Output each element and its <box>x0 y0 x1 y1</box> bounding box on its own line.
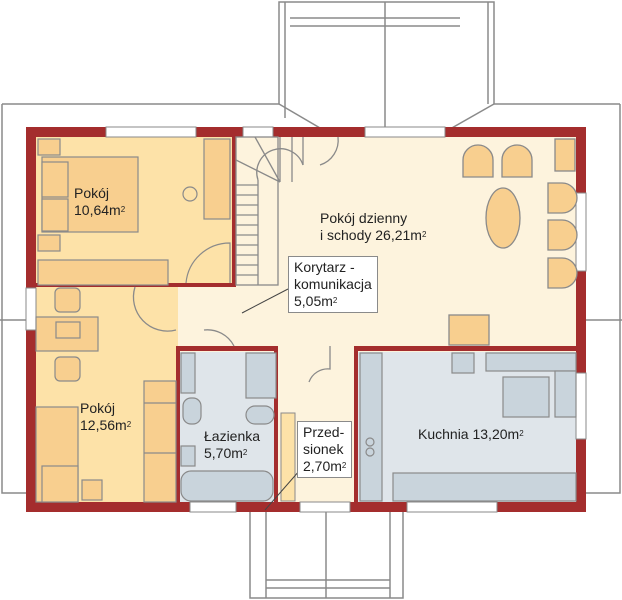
room-name-line2: sionek <box>303 441 344 457</box>
area-unit-superscript: 2 <box>421 230 427 239</box>
area-unit-superscript: 2 <box>120 205 126 214</box>
room-name: Pokój <box>74 185 110 201</box>
bedroom-1-furniture <box>37 138 231 286</box>
bedroom-2-furniture <box>35 287 177 503</box>
room-label-pokoj-dzienny: Pokój dzienny i schody 26,21m2 <box>320 210 426 244</box>
room-name: Kuchnia 13,20m <box>418 426 520 442</box>
staircase <box>235 136 304 286</box>
room-label-przedsionek: Przed- sionek 2,70m2 <box>297 421 353 478</box>
room-area: 5,70m <box>204 445 243 461</box>
room-area: 5,05m <box>294 293 333 309</box>
room-name-line1: Korytarz - <box>294 259 355 275</box>
area-unit-superscript: 2 <box>341 461 347 470</box>
room-name-line2: i schody 26,21m <box>320 227 422 243</box>
area-unit-superscript: 2 <box>242 448 248 457</box>
area-unit-superscript: 2 <box>519 429 524 438</box>
room-area: 2,70m <box>303 458 342 474</box>
room-name-line1: Przed- <box>303 424 345 440</box>
area-unit-superscript: 2 <box>126 420 132 429</box>
doors <box>132 136 339 383</box>
kitchen-fixtures <box>359 352 577 502</box>
room-area: 10,64m <box>74 202 121 218</box>
bathroom-fixtures <box>180 352 277 502</box>
room-name: Pokój <box>80 400 116 416</box>
room-przedsionek-wardrobe <box>280 412 296 502</box>
room-area: 12,56m <box>80 417 127 433</box>
area-unit-superscript: 2 <box>332 296 338 305</box>
leader-lines <box>241 288 301 511</box>
room-label-lazienka: Łazienka 5,70m2 <box>204 428 260 462</box>
room-name: Łazienka <box>204 428 261 444</box>
room-label-pokoj-2: Pokój 12,56m2 <box>80 400 131 434</box>
windows <box>25 126 587 513</box>
room-name-line1: Pokój dzienny <box>320 210 408 226</box>
living-room-furniture <box>448 138 578 346</box>
room-label-kuchnia: Kuchnia 13,20m2 <box>418 426 524 443</box>
room-label-pokoj-1: Pokój 10,64m2 <box>74 185 125 219</box>
room-label-korytarz: Korytarz - komunikacja 5,05m2 <box>288 256 378 313</box>
room-name-line2: komunikacja <box>294 276 372 292</box>
